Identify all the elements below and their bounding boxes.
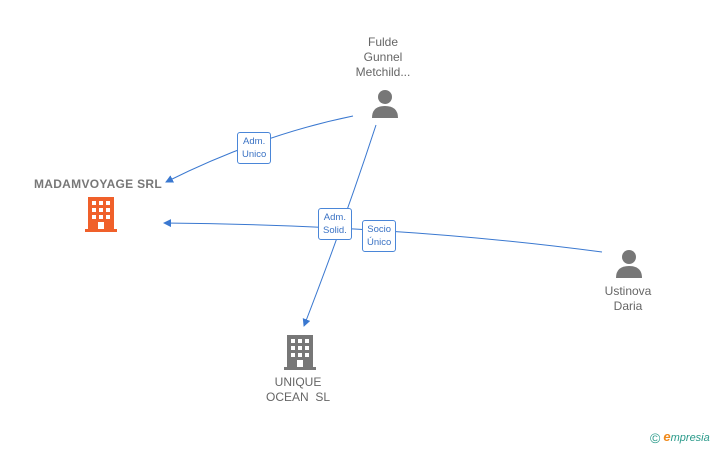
company-label-unique-ocean[interactable]: UNIQUE OCEAN SL	[248, 375, 348, 405]
label-line: Ustinova	[604, 284, 652, 298]
empresia-logo[interactable]: © empresia	[650, 429, 710, 446]
label-line: Solid.	[323, 225, 347, 236]
building-icon[interactable]	[85, 196, 117, 232]
building-icon[interactable]	[284, 334, 316, 370]
label-line: Fulde	[367, 35, 399, 49]
label-line: Adm.	[323, 212, 346, 223]
label-line: OCEAN SL	[265, 390, 331, 404]
label-line: Socio	[367, 224, 392, 235]
brand-initial: e	[663, 429, 671, 444]
brand-name: mpresia	[670, 432, 710, 444]
label-line: Daria	[613, 299, 643, 313]
label-line: Unico	[242, 149, 267, 160]
label-line: Gunnel	[363, 50, 403, 64]
person-icon[interactable]	[370, 88, 400, 118]
person-label-fulde[interactable]: Fulde Gunnel Metchild...	[333, 35, 433, 80]
edge-label-adm-solid[interactable]: Adm. Solid.	[318, 208, 352, 240]
copyright-icon: ©	[650, 430, 661, 447]
company-label-madamvoyage[interactable]: MADAMVOYAGE SRL	[33, 177, 163, 191]
edge-label-adm-unico[interactable]: Adm. Unico	[237, 132, 272, 164]
label-line: UNIQUE	[274, 375, 322, 389]
label-line: Adm.	[243, 136, 266, 147]
label-line: Metchild...	[355, 65, 411, 79]
person-label-ustinova[interactable]: Ustinova Daria	[578, 284, 678, 314]
label-line: Único	[367, 237, 392, 248]
edge-label-socio-unico[interactable]: Socio Único	[362, 220, 397, 252]
person-icon[interactable]	[614, 248, 644, 278]
